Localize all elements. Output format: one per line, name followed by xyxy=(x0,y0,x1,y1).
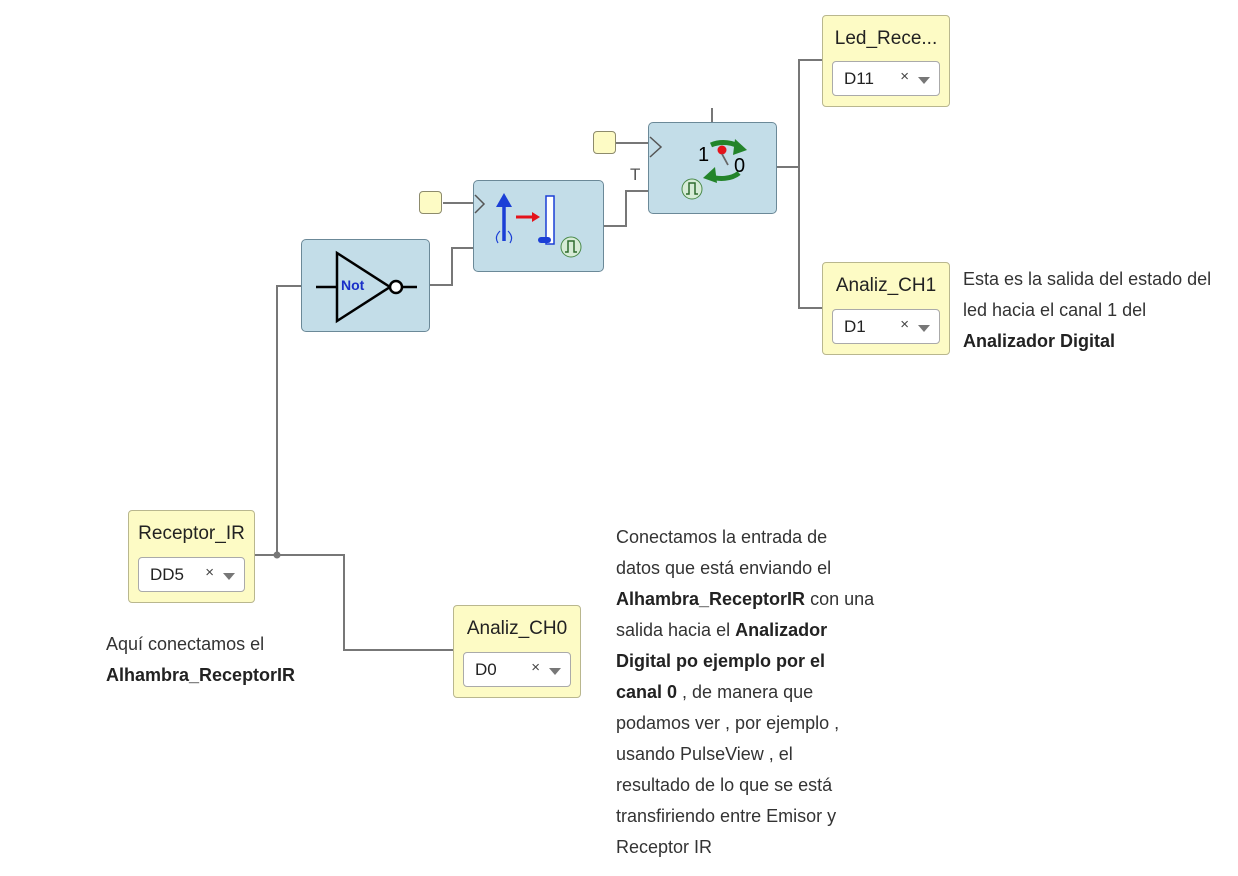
note-line: led hacia el canal 1 del xyxy=(963,300,1147,320)
wire-receptor-to-analiz-ch0 xyxy=(255,554,453,651)
note-text: salida hacia el xyxy=(616,620,736,640)
note-line: podamos ver , por ejemplo , xyxy=(616,713,840,733)
rising-edge-icon xyxy=(474,193,582,258)
not-gate-block[interactable]: Not xyxy=(301,239,430,332)
wire-junction xyxy=(273,551,281,559)
chevron-down-icon[interactable] xyxy=(549,668,561,675)
input-pin-receptor-ir[interactable]: Receptor_IR DD5 × xyxy=(128,510,255,603)
pin-value: D0 xyxy=(475,660,497,679)
note-line: Aquí conectamos el xyxy=(106,634,265,654)
note-line: Esta es la salida del estado del xyxy=(963,269,1212,289)
pin-title: Led_Rece... xyxy=(834,28,938,49)
pin-title: Analiz_CH1 xyxy=(835,275,937,296)
toggle-block[interactable]: 1 0 xyxy=(648,122,777,214)
not-gate-icon xyxy=(316,250,417,324)
note-analiz-ch1: Esta es la salida del estado del led hac… xyxy=(963,264,1233,357)
pin-title: Receptor_IR xyxy=(138,523,245,544)
pin-value: D11 xyxy=(844,69,874,88)
pin-select[interactable]: D0 × xyxy=(463,652,571,687)
note-bold-text: Alhambra_ReceptorIR xyxy=(616,589,806,609)
not-gate-label: Not xyxy=(341,277,365,293)
chevron-down-icon[interactable] xyxy=(918,77,930,84)
toggle-label-zero: 0 xyxy=(734,155,746,177)
pin-value: D1 xyxy=(844,317,866,336)
wire-not-to-edge xyxy=(430,218,475,286)
toggle-port-t-label: T xyxy=(630,165,641,184)
note-text: , de manera que xyxy=(677,682,814,702)
note-text: con una xyxy=(805,589,875,609)
pin-select[interactable]: DD5 × xyxy=(138,557,245,592)
edge-input-block[interactable] xyxy=(419,191,442,214)
note-line: datos que está enviando el xyxy=(616,558,832,578)
note-line: transfiriendo entre Emisor y xyxy=(616,806,837,826)
note-receptor-ir: Aquí conectamos el Alhambra_ReceptorIR xyxy=(106,629,406,691)
pin-select[interactable]: D11 × xyxy=(832,61,940,96)
note-bold-text: Digital po ejemplo por el xyxy=(616,651,826,671)
note-line: Receptor IR xyxy=(616,837,713,857)
output-pin-led-rece[interactable]: Led_Rece... D11 × xyxy=(822,15,950,107)
note-bold-text: Analizador Digital xyxy=(963,331,1116,351)
pin-icon xyxy=(717,145,729,166)
wire-receptor-to-not xyxy=(276,285,301,555)
toggle-input-block[interactable] xyxy=(593,131,616,154)
note-bold-text: Analizador xyxy=(735,620,828,640)
chevron-down-icon[interactable] xyxy=(918,325,930,332)
clear-icon[interactable]: × xyxy=(205,564,214,581)
edge-detector-block[interactable] xyxy=(473,180,604,272)
note-line: usando PulseView , el xyxy=(616,744,793,764)
pin-select[interactable]: D1 × xyxy=(832,309,940,344)
toggle-icon xyxy=(649,136,747,200)
output-pin-analiz-ch1[interactable]: Analiz_CH1 D1 × xyxy=(822,262,950,355)
wire-toggle-to-outputs xyxy=(777,59,822,309)
output-pin-analiz-ch0[interactable]: Analiz_CH0 D0 × xyxy=(453,605,581,698)
pin-value: DD5 xyxy=(150,565,185,584)
clear-icon[interactable]: × xyxy=(900,316,909,333)
toggle-label-one: 1 xyxy=(698,144,710,166)
clear-icon[interactable]: × xyxy=(900,68,909,85)
note-bold-text: Alhambra_ReceptorIR xyxy=(106,665,296,685)
note-line: resultado de lo que se está xyxy=(616,775,833,795)
wire-edge-to-toggle xyxy=(604,190,648,227)
note-main-description: Conectamos la entrada de datos que está … xyxy=(616,522,916,863)
note-bold-text: canal 0 xyxy=(616,682,678,702)
pin-title: Analiz_CH0 xyxy=(466,618,568,639)
note-line: Conectamos la entrada de xyxy=(616,527,828,547)
clear-icon[interactable]: × xyxy=(531,659,540,676)
chevron-down-icon[interactable] xyxy=(223,573,235,580)
